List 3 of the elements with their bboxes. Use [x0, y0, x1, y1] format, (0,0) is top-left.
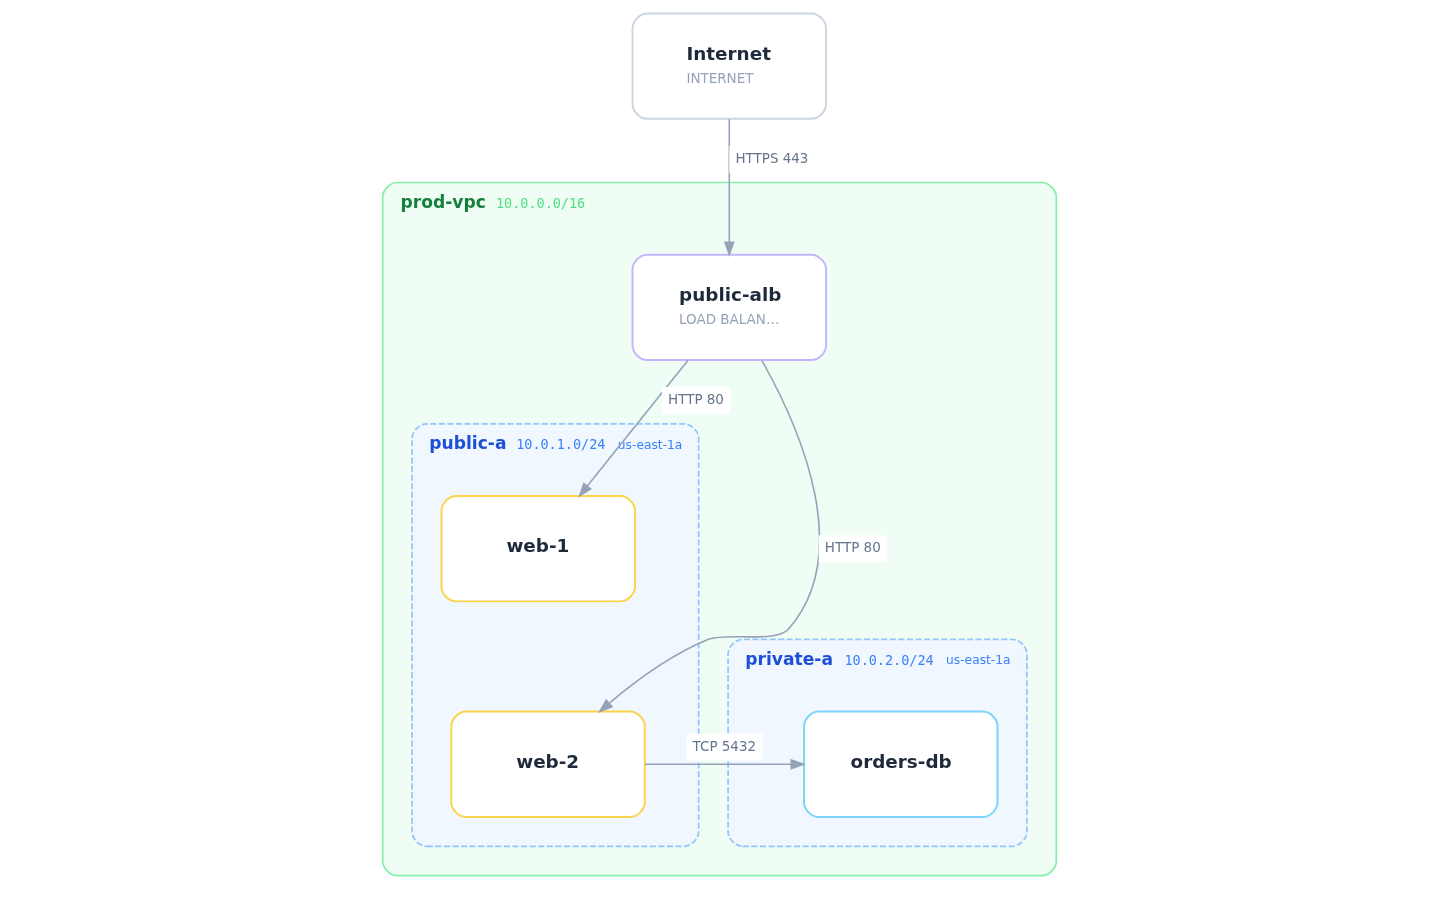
edge-label: HTTPS 443 — [735, 149, 809, 166]
edge-label: HTTP 80 — [824, 539, 881, 556]
edge-label: HTTP 80 — [668, 390, 724, 407]
